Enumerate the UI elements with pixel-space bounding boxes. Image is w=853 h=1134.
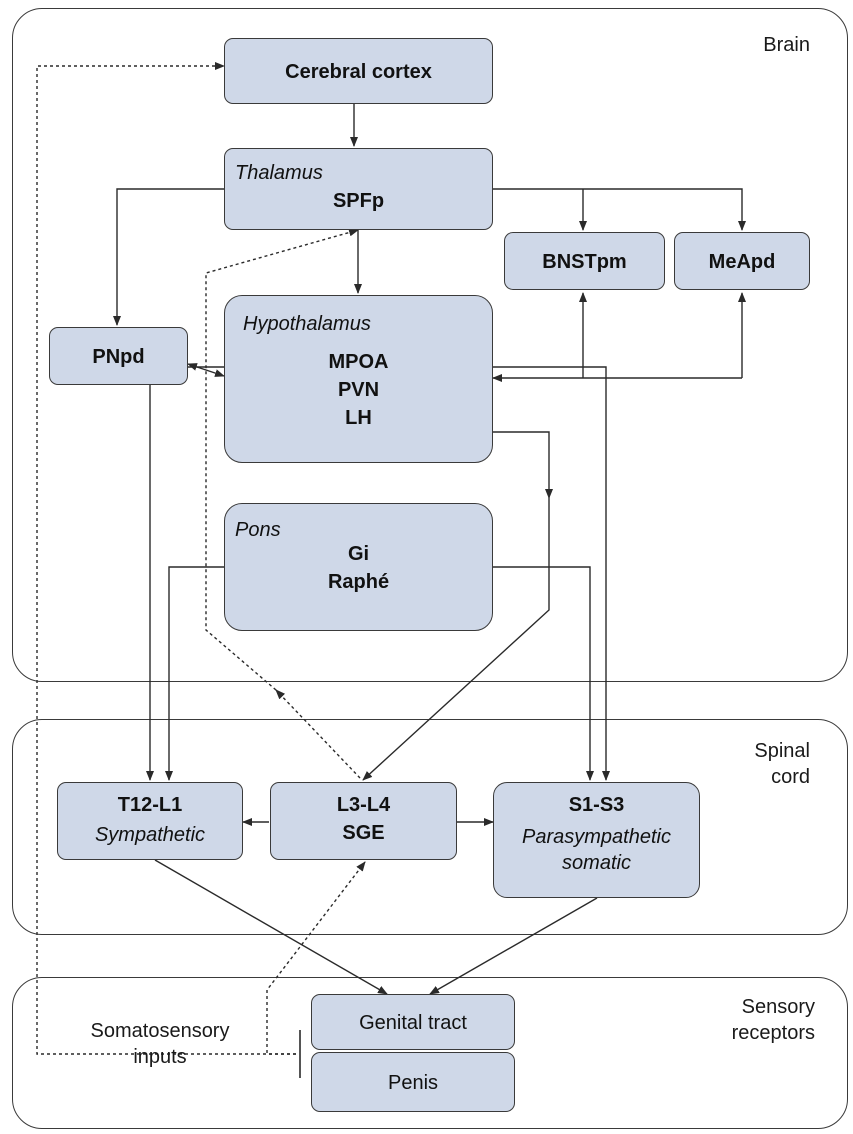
- wire-somatosensory-cortex: [36, 62, 296, 1055]
- sge-label: SGE: [342, 822, 385, 844]
- hypothalamus-node[interactable]: Hypothalamus MPOA PVN LH: [224, 295, 493, 463]
- l3-l4-label: L3-L4: [336, 794, 391, 816]
- lh-label: LH: [345, 407, 372, 429]
- hypothalamus-label: Hypothalamus: [243, 313, 371, 335]
- somatosensory-line2: inputs: [133, 1046, 187, 1068]
- meapd-label: MeApd: [708, 251, 776, 273]
- spinal-cord-label-line2: cord: [771, 766, 810, 788]
- wire-thalamus-meapd: [493, 188, 746, 231]
- raphe-label: Raphé: [327, 571, 390, 593]
- wire-thalamus-dashed: [205, 228, 359, 691]
- sympathetic-label: Sympathetic: [94, 824, 206, 846]
- wire-pnpd-hypothalamus: [187, 363, 225, 377]
- thalamus-label: Thalamus: [235, 162, 323, 184]
- spinal-cord-region-label: Spinal cord: [700, 738, 810, 790]
- genital-tract-node[interactable]: Genital tract: [311, 994, 515, 1050]
- pnpd-label: PNpd: [92, 346, 145, 368]
- mpoa-label: MPOA: [328, 351, 389, 373]
- somatosensory-line1: Somatosensory: [90, 1020, 230, 1042]
- t12-l1-label: T12-L1: [117, 794, 183, 816]
- sensory-receptors-region-label: Sensory receptors: [700, 994, 815, 1046]
- wire-pons-t12: [165, 566, 224, 781]
- wire-somatosensory-l3l4: [266, 861, 366, 1055]
- genital-tract-label: Genital tract: [359, 1012, 467, 1034]
- somatosensory-inputs-label: Somatosensory inputs: [60, 1018, 260, 1070]
- thalamus-node[interactable]: Thalamus SPFp: [224, 148, 493, 230]
- wire-s1s3-genital: [429, 897, 598, 995]
- pnpd-node[interactable]: PNpd: [49, 327, 188, 385]
- s1-s3-node[interactable]: S1-S3 Parasympathetic somatic: [493, 782, 700, 898]
- spfp-label: SPFp: [332, 190, 385, 212]
- wire-pons-s1s3: [493, 566, 594, 781]
- wire-thalamus-pnpd: [113, 188, 224, 326]
- gi-label: Gi: [347, 543, 370, 565]
- wire-t12-genital: [154, 859, 388, 995]
- parasympathetic-label: Parasympathetic: [522, 826, 671, 848]
- sensory-label-line1: Sensory: [741, 996, 815, 1018]
- pvn-label: PVN: [337, 379, 380, 401]
- sensory-label-line2: receptors: [731, 1022, 815, 1044]
- cerebral-cortex-label: Cerebral cortex: [285, 61, 432, 83]
- s1-s3-label: S1-S3: [568, 794, 625, 816]
- bnstpm-label: BNSTpm: [542, 251, 627, 273]
- cerebral-cortex-node[interactable]: Cerebral cortex: [224, 38, 493, 104]
- meapd-node[interactable]: MeApd: [674, 232, 810, 290]
- penis-node[interactable]: Penis: [311, 1052, 515, 1112]
- t12-l1-node[interactable]: T12-L1 Sympathetic: [57, 782, 243, 860]
- bnstpm-node[interactable]: BNSTpm: [504, 232, 665, 290]
- wire-l3l4-thalamus: [275, 689, 361, 779]
- spinal-cord-label-line1: Spinal: [754, 740, 810, 762]
- pons-label: Pons: [235, 519, 281, 541]
- l3-l4-node[interactable]: L3-L4 SGE: [270, 782, 457, 860]
- brain-region-label: Brain: [763, 34, 810, 56]
- pons-node[interactable]: Pons Gi Raphé: [224, 503, 493, 631]
- somatic-label: somatic: [562, 852, 631, 874]
- penis-label: Penis: [387, 1072, 439, 1094]
- wire-lh-l3l4-b: [362, 498, 550, 781]
